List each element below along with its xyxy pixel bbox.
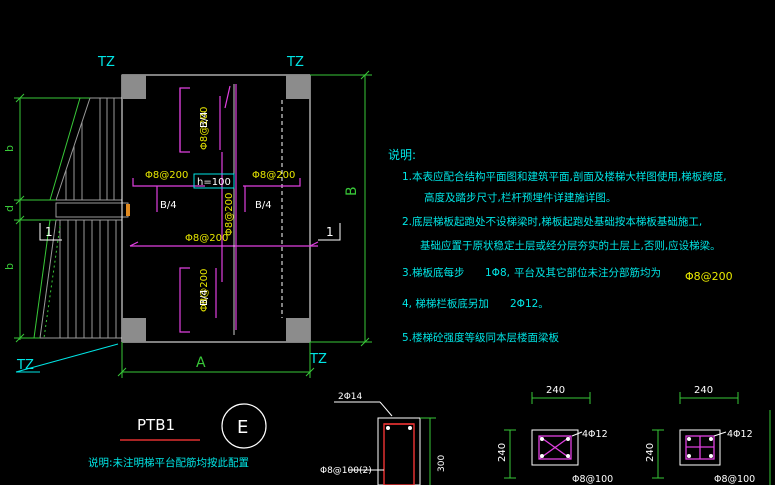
column1-height-label: 240 <box>497 443 508 462</box>
beam-section <box>334 401 436 485</box>
note-line-3-bar: 1Φ8, <box>485 267 510 279</box>
notes-block: 说明: 1.本表应配合结构平面图和建筑平面,剖面及楼梯大样图使用,梯板跨度, 高… <box>388 147 733 344</box>
tz-label-bottom-left: TZ <box>16 358 34 373</box>
column2-bars-label: 4Φ12 <box>727 429 753 440</box>
tz-label-top-right: TZ <box>286 55 304 70</box>
rebar-label-top: Φ8@200 <box>199 107 210 150</box>
note-line-3: 3.梯板底每步 <box>402 266 465 279</box>
dim-b-lower: b <box>3 263 16 270</box>
dim-d: d <box>3 205 16 212</box>
dim-B: B <box>344 186 360 196</box>
section-mark-right <box>318 223 341 241</box>
rebar-label-left: Φ8@200 <box>145 170 188 181</box>
note-line-2: 2.底层梯板起跑处不设梯梁时,梯板起跑处基础按本梯板基础施工, <box>402 215 702 228</box>
beam-height-label: 300 <box>437 455 447 472</box>
note-line-4-bar: 2Φ12。 <box>510 298 549 310</box>
rebar-label-center: Φ8@200 <box>224 193 235 236</box>
b4-label-top: B/4 <box>199 111 210 128</box>
flight-outline <box>33 97 81 339</box>
dim-A: A <box>196 355 206 371</box>
note-line-3-rest: 平台及其它部位未注分部筋均为 <box>514 266 661 279</box>
slab-outline <box>121 74 311 343</box>
detail-circle-label: E <box>237 417 248 438</box>
drawing-name: PTB1 <box>137 416 175 434</box>
h-label-box <box>193 173 235 189</box>
b4-label-right: B/4 <box>255 200 272 211</box>
note-line-1b: 高度及踏步尺寸,栏杆预埋件详建施详图。 <box>424 191 616 204</box>
detail-circle <box>221 403 267 449</box>
rebar-label-bottom: Φ8@200 <box>199 269 210 312</box>
note-line-4: 4, 梯梯栏板底另加 <box>402 297 489 310</box>
landing-beam <box>55 202 129 218</box>
rebar-lines <box>129 84 319 333</box>
note-line-1: 1.本表应配合结构平面图和建筑平面,剖面及楼梯大样图使用,梯板跨度, <box>402 170 727 183</box>
left-dimension-line <box>14 93 90 343</box>
column1-width-label: 240 <box>546 385 565 396</box>
bottom-dimension-line <box>117 342 315 378</box>
beam-top-bar-label: 2Φ14 <box>338 392 363 402</box>
column-section-2 <box>652 392 771 485</box>
b4-label-left: B/4 <box>160 200 177 211</box>
rebar-label-middle: Φ8@200 <box>185 233 228 244</box>
dim-b-upper: b <box>3 145 16 152</box>
landing-beam-end <box>126 204 130 216</box>
note-line-5: 5.楼梯砼强度等级同本层楼面梁板 <box>402 331 560 344</box>
section-mark-left <box>39 223 62 241</box>
section-mark-left-label: 1 <box>45 225 53 239</box>
note-line-3-rebar: Φ8@200 <box>685 270 733 283</box>
tz-label-top-left: TZ <box>97 55 115 70</box>
tz-label-bottom-right: TZ <box>309 352 327 367</box>
note-line-2b: 基础应置于原状稳定土层或经分层夯实的土层上,否则,应设梯梁。 <box>420 239 721 252</box>
column1-bars-label: 4Φ12 <box>582 429 608 440</box>
column1-stirrup-label: Φ8@100 <box>572 474 613 485</box>
right-dimension-line <box>310 70 372 347</box>
tz-columns <box>122 75 310 342</box>
beam-stirrup-label: Φ8@100(2) <box>320 466 372 476</box>
column2-height-label: 240 <box>645 443 656 462</box>
rebar-label-right: Φ8@200 <box>252 170 295 181</box>
stair-flight <box>39 97 122 339</box>
b4-label-bottom: B/4 <box>199 289 210 306</box>
section-mark-right-label: 1 <box>326 225 334 239</box>
notes-heading: 说明: <box>388 147 416 162</box>
column-section-1 <box>504 392 591 479</box>
tz-leader-bottom <box>15 343 119 373</box>
column2-width-label: 240 <box>694 385 713 396</box>
column2-stirrup-label: Φ8@100 <box>714 474 755 485</box>
title-note: 说明:未注明梯平台配筋均按此配置 <box>88 456 249 469</box>
h-label: h=100 <box>197 177 231 188</box>
